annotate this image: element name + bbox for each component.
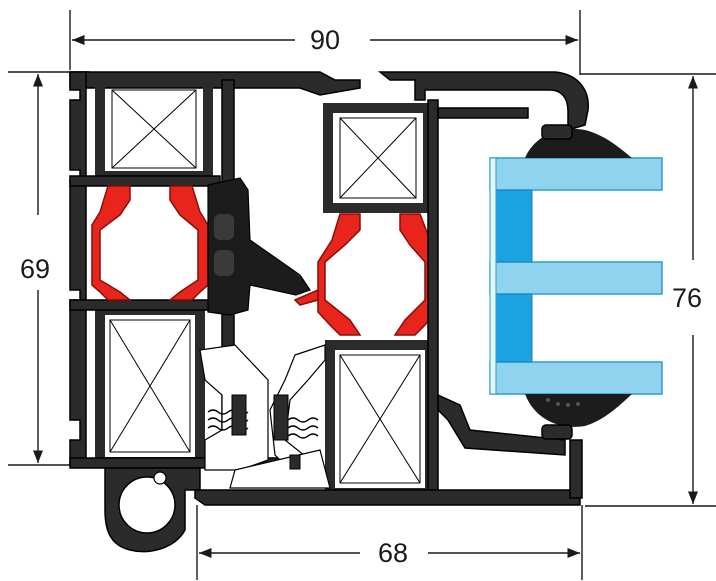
gasket-top bbox=[525, 128, 632, 158]
glass-pane-middle bbox=[489, 261, 663, 295]
sash-outer-wall bbox=[569, 439, 583, 499]
center-seal-gasket bbox=[207, 177, 311, 316]
thermal-breaks bbox=[91, 185, 436, 336]
frame-lower-rail bbox=[69, 299, 221, 311]
glass-unit bbox=[489, 157, 663, 395]
glass-spacer-top bbox=[491, 189, 533, 263]
thermal-break-left bbox=[91, 185, 133, 301]
glass-spacer-bottom bbox=[491, 293, 533, 363]
springs bbox=[207, 409, 319, 439]
sash-profile bbox=[194, 71, 589, 506]
dimension-label-bottom: 68 bbox=[378, 538, 408, 568]
glass-pane-inner bbox=[489, 361, 663, 395]
thermal-break-right bbox=[317, 213, 362, 336]
frame-left-wall bbox=[69, 71, 87, 466]
dimension-label-top: 90 bbox=[310, 25, 340, 55]
glass-edge-seal bbox=[489, 157, 497, 395]
gasket-bottom bbox=[525, 394, 632, 427]
spring-right bbox=[287, 417, 319, 423]
dimension-label-right: 76 bbox=[672, 283, 702, 313]
frame-mid-rail bbox=[69, 175, 221, 187]
sash-top-flange bbox=[377, 71, 589, 132]
dimension-lines bbox=[8, 10, 716, 580]
sash-glazing-bead-bottom bbox=[437, 393, 566, 456]
glass-pane-outer bbox=[489, 157, 663, 191]
dimension-label-left: 69 bbox=[20, 254, 50, 284]
hardware-dark-parts bbox=[231, 394, 301, 470]
thermal-break-left-2 bbox=[167, 185, 209, 301]
sash-glazing-bead-top bbox=[437, 107, 529, 119]
hardware-assembly bbox=[199, 344, 331, 489]
sash-inner-wall bbox=[427, 99, 439, 501]
screw-channel bbox=[118, 476, 176, 534]
sash-bottom-rail bbox=[194, 489, 581, 506]
thermal-break-bridge bbox=[293, 288, 319, 306]
